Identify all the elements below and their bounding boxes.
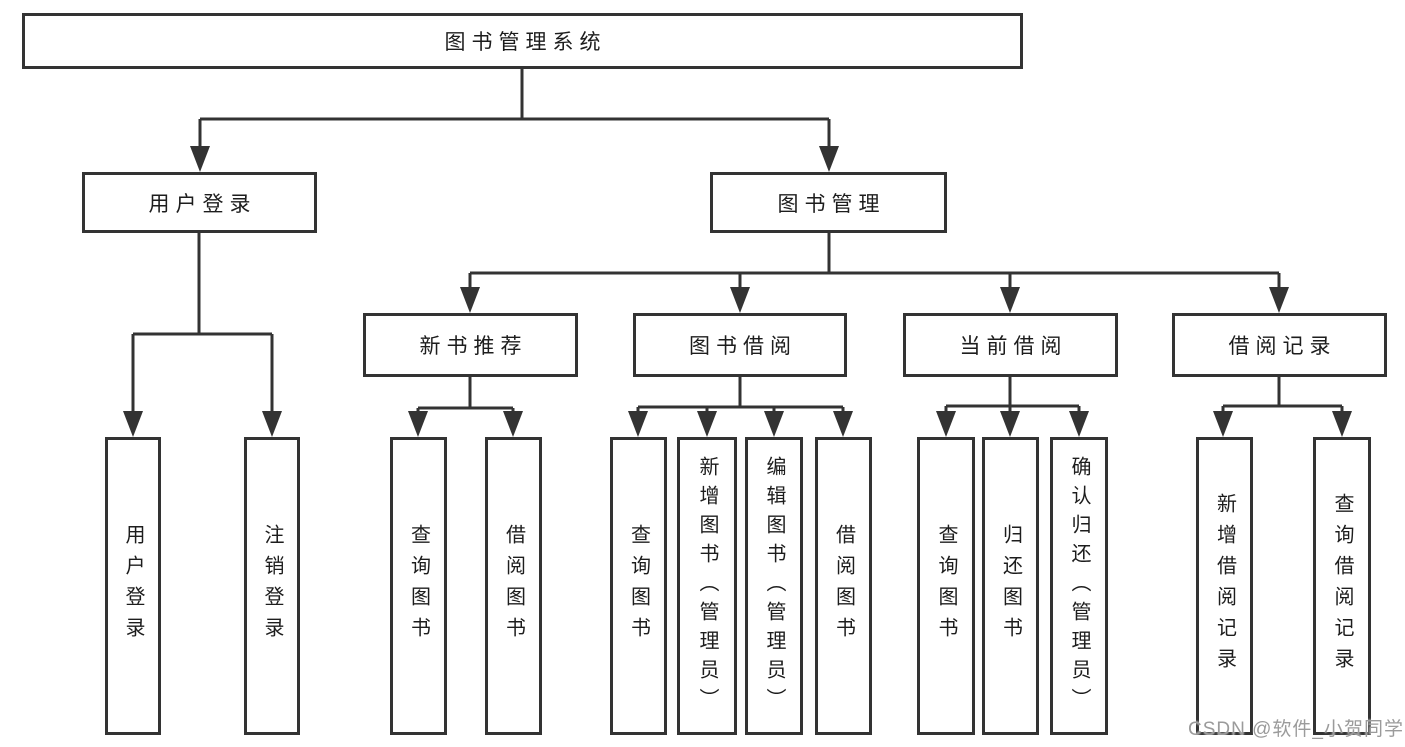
connector-bookmgmt-to-level3: [468, 233, 1281, 287]
node-label: 用户登录: [148, 192, 257, 216]
node-label: 新增借阅记录: [1213, 493, 1236, 679]
node-label: 查询图书: [627, 524, 650, 648]
node-book-management: 图书管理: [710, 172, 947, 233]
node-label: 查询图书: [407, 524, 430, 648]
arrow-icon: [936, 411, 956, 437]
node-leaf-add-borrow-record: 新增借阅记录: [1196, 437, 1253, 735]
node-label: 用户登录: [122, 524, 144, 648]
node-label: 借阅记录: [1228, 335, 1337, 358]
node-label: 图书管理: [777, 192, 886, 216]
connector-newbook-to-leaves: [416, 377, 515, 411]
node-leaf-borrow-books-1: 借阅图书: [485, 437, 542, 735]
node-leaf-user-login: 用户登录: [105, 437, 161, 735]
arrow-icon: [697, 411, 717, 437]
node-label: 查询图书: [935, 524, 957, 648]
node-label: 归还图书: [999, 524, 1022, 648]
node-label: 图书借阅: [689, 335, 797, 358]
connector-records-to-leaves: [1221, 377, 1344, 411]
node-leaf-return-books: 归还图书: [982, 437, 1039, 735]
arrow-icon: [262, 411, 282, 437]
node-leaf-query-books-3: 查询图书: [917, 437, 975, 735]
node-leaf-logout: 注销登录: [244, 437, 300, 735]
node-leaf-query-borrow-record: 查询借阅记录: [1313, 437, 1371, 735]
node-label: 借阅图书: [502, 524, 525, 648]
node-label: 新书推荐: [419, 335, 528, 358]
node-label: 借阅图书: [832, 524, 855, 648]
connector-current-to-leaves: [944, 377, 1081, 411]
arrow-icon: [1332, 411, 1352, 437]
connector-borrowing-to-leaves: [636, 377, 845, 411]
arrow-icon: [1213, 411, 1233, 437]
node-leaf-confirm-return-admin: 确认归还（管理员）: [1050, 437, 1108, 735]
arrow-icon: [1269, 287, 1289, 313]
arrow-icon: [764, 411, 784, 437]
watermark: CSDN @软件_小贺同学: [1188, 719, 1404, 740]
arrow-icon: [460, 287, 480, 313]
node-new-book-recommendation: 新书推荐: [363, 313, 578, 377]
node-leaf-query-books-2: 查询图书: [610, 437, 667, 735]
arrow-icon: [1000, 411, 1020, 437]
node-label: 新增图书（管理员）: [696, 455, 718, 717]
node-label: 当前借阅: [959, 335, 1068, 358]
connector-root-to-level2: [198, 69, 831, 146]
arrow-icon: [833, 411, 853, 437]
arrow-icon: [123, 411, 143, 437]
arrow-icon: [628, 411, 648, 437]
node-leaf-edit-book-admin: 编辑图书（管理员）: [745, 437, 803, 735]
arrow-icon: [1069, 411, 1089, 437]
node-leaf-add-book-admin: 新增图书（管理员）: [677, 437, 737, 735]
arrow-icon: [503, 411, 523, 437]
node-user-login: 用户登录: [82, 172, 317, 233]
node-label: 图书管理系统: [444, 31, 607, 54]
arrow-icon: [819, 146, 839, 172]
node-borrowing-records: 借阅记录: [1172, 313, 1387, 377]
node-current-borrowing: 当前借阅: [903, 313, 1118, 377]
node-label: 查询借阅记录: [1331, 493, 1353, 679]
node-leaf-borrow-books-2: 借阅图书: [815, 437, 872, 735]
node-leaf-query-books-1: 查询图书: [390, 437, 447, 735]
arrow-icon: [190, 146, 210, 172]
arrow-icon: [730, 287, 750, 313]
arrow-icon: [408, 411, 428, 437]
node-label: 确认归还（管理员）: [1068, 455, 1090, 717]
arrow-icon: [1000, 287, 1020, 313]
node-book-borrowing: 图书借阅: [633, 313, 847, 377]
node-label: 编辑图书（管理员）: [763, 455, 785, 717]
connector-userlogin-to-leaves: [131, 233, 274, 411]
node-label: 注销登录: [261, 524, 283, 648]
node-library-management-system: 图书管理系统: [22, 13, 1023, 69]
